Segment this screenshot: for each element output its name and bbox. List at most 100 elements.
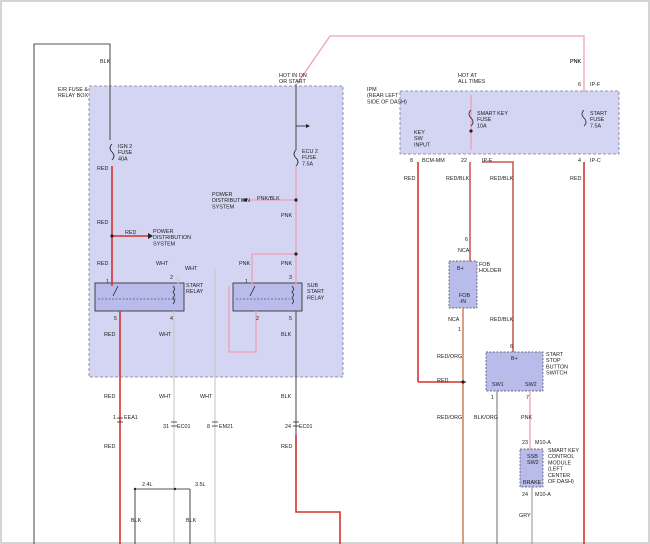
- er-fuse-relay-box: [88, 85, 344, 378]
- label-red-d: RED: [97, 261, 108, 267]
- label-m10a: M10-A: [535, 440, 551, 446]
- label-gry: GRY: [519, 513, 531, 519]
- smart-key-module-box: [519, 448, 544, 488]
- label-red-blk-a: RED/BLK: [446, 176, 469, 182]
- sub-start-relay-symbol: [232, 282, 303, 312]
- label-ec01: EC01: [177, 424, 191, 430]
- label-wht-e: WHT: [159, 394, 172, 400]
- label-red-blk-b: RED/BLK: [490, 176, 513, 182]
- label-red-k: RED: [437, 378, 448, 384]
- label-bplus-b: B+: [511, 356, 518, 362]
- label-ip-c: IP-C: [590, 158, 601, 164]
- label-red-c: RED: [125, 230, 136, 236]
- label-wht-b: WHT: [185, 266, 198, 272]
- label-ec01-num: 31: [163, 424, 169, 430]
- label-wht-a: WHT: [156, 261, 169, 267]
- label-pin1c: 1: [458, 327, 461, 333]
- wire-pnk-sub-relay: [251, 253, 296, 286]
- ign2-fuse-symbol: [109, 143, 115, 161]
- label-em21-num: 8: [207, 424, 210, 430]
- wire-red-lower: [295, 435, 341, 544]
- label-sw2: SW2: [525, 382, 537, 388]
- label-pin2: 2: [170, 275, 173, 281]
- label-pin3: 3: [289, 275, 292, 281]
- label-blk-c: BLK: [131, 518, 142, 524]
- label-pin8: 8: [410, 158, 413, 164]
- label-pin1d: 1: [491, 395, 494, 401]
- label-red-i: RED: [404, 176, 415, 182]
- label-pin5a: 5: [114, 316, 117, 322]
- label-red-org-b: RED/ORG: [437, 415, 462, 421]
- label-red-g: RED: [104, 444, 115, 450]
- label-blk-org: BLK/ORG: [474, 415, 498, 421]
- label-pnk-b: PNK: [239, 261, 250, 267]
- start-stop-switch-box: [485, 351, 544, 392]
- label-pin23: 23: [522, 440, 528, 446]
- label-pnk-c: PNK: [281, 261, 292, 267]
- label-blk-top: BLK: [100, 59, 111, 65]
- label-pin7: 7: [526, 395, 529, 401]
- label-red-b: RED: [97, 220, 108, 226]
- label-blk-a: BLK: [281, 332, 292, 338]
- label-red-blk-c: RED/BLK: [490, 317, 513, 323]
- label-eea1-num: 1: [113, 415, 116, 421]
- arrow-red: [148, 233, 153, 239]
- ecu2-fuse-symbol: [293, 149, 299, 167]
- label-24l: 2.4L: [142, 482, 153, 488]
- start-fuse-symbol: [581, 109, 587, 127]
- label-red-a: RED: [97, 166, 108, 172]
- label-blk-b: BLK: [281, 394, 292, 400]
- label-eea1: EEA1: [124, 415, 138, 421]
- label-m10a-b: M10-A: [535, 492, 551, 498]
- wire-pnk-top-right: [296, 35, 585, 92]
- label-red-f: RED: [104, 394, 115, 400]
- label-pin1: 1: [106, 279, 109, 285]
- label-pin2b: 2: [256, 316, 259, 322]
- label-fob-in: FOB-IN: [459, 293, 470, 305]
- label-ec01b-num: 24: [285, 424, 291, 430]
- label-pin5b: 5: [289, 316, 292, 322]
- wire-pnk-relay-loop: [228, 286, 257, 353]
- label-pnk-a: PNK: [281, 213, 292, 219]
- label-nca-a: NCA: [458, 248, 470, 254]
- ipm-box: [399, 90, 620, 155]
- label-nca-b: NCA: [448, 317, 460, 323]
- label-red-h: RED: [281, 444, 292, 450]
- label-ip-e: IP-E: [482, 158, 493, 164]
- label-35l: 3.5L: [195, 482, 206, 488]
- label-pin4b: 4: [578, 158, 581, 164]
- label-blk-d: BLK: [186, 518, 197, 524]
- smart-key-fuse-symbol: [468, 109, 474, 127]
- label-sw1: SW1: [492, 382, 504, 388]
- label-pnk-d: PNK: [521, 415, 532, 421]
- label-bcm-mm: BCM-MM: [422, 158, 445, 164]
- label-red-e: RED: [104, 332, 115, 338]
- label-red-j: RED: [570, 176, 581, 182]
- label-brake: BRAKE: [523, 480, 542, 486]
- wire-blk-top: [33, 43, 111, 544]
- label-ip-f: IP-F: [590, 82, 601, 88]
- label-wht-c: WHT: [159, 332, 172, 338]
- label-pin6b: 6: [510, 344, 513, 350]
- label-pin1b: 1: [245, 279, 248, 285]
- label-pin24: 24: [522, 492, 528, 498]
- label-red-org-a: RED/ORG: [437, 354, 462, 360]
